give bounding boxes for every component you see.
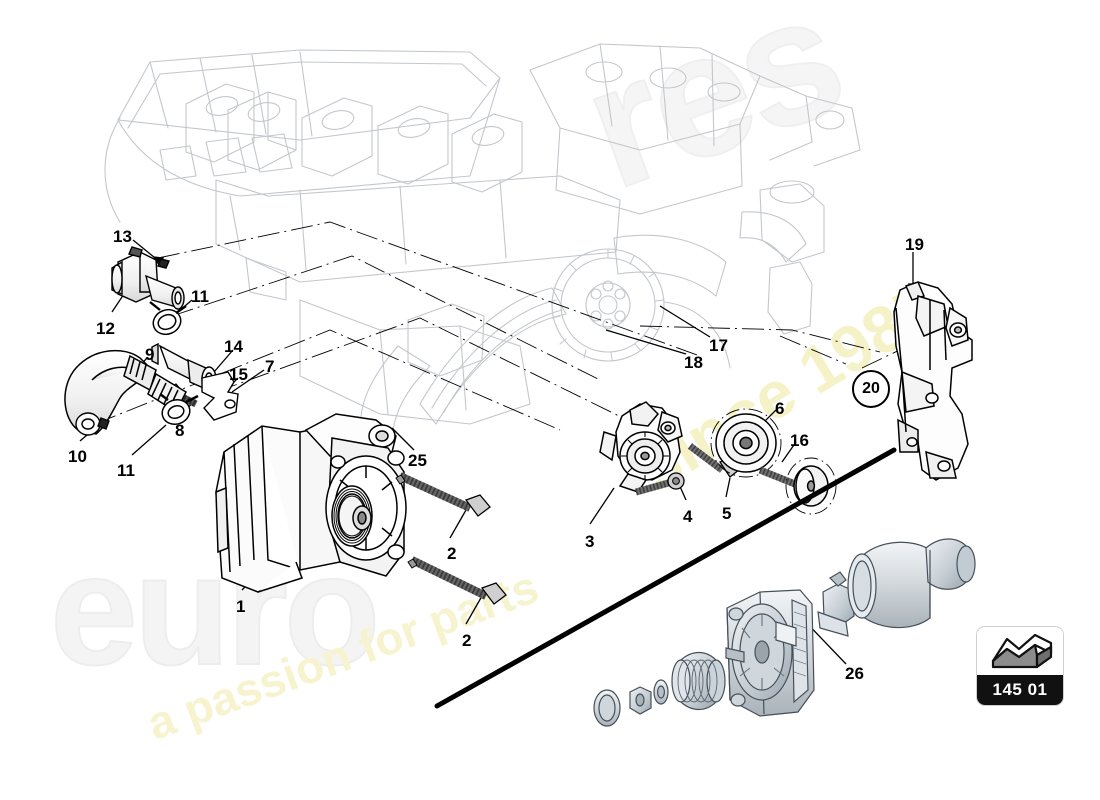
callout-13: 13 — [113, 227, 132, 246]
callout-4: 4 — [683, 507, 693, 526]
part-thermostat-housing — [111, 246, 185, 310]
wedge-block-icon — [977, 627, 1063, 675]
callout-3: 3 — [585, 532, 595, 551]
inset-divider — [434, 447, 897, 709]
part-spring-clamp-upper — [149, 301, 187, 336]
callout-11-lower: 11 — [117, 461, 135, 480]
callout-1: 1 — [236, 597, 246, 616]
part-bracket-clip — [201, 371, 239, 421]
part-small-idler — [785, 457, 837, 515]
callout-15: 15 — [229, 365, 248, 384]
callout-2-upper: 2 — [447, 544, 457, 563]
callout-10: 10 — [68, 447, 87, 466]
part-belt-tensioner — [599, 401, 683, 493]
callout-9: 9 — [145, 345, 155, 364]
callout-19: 19 — [905, 235, 924, 254]
callout-11-upper: 11 — [191, 287, 209, 306]
callout-8: 8 — [175, 421, 185, 440]
callout-5: 5 — [722, 504, 732, 523]
callout-26: 26 — [845, 664, 864, 683]
callout-16: 16 — [790, 431, 809, 450]
callout-17: 17 — [709, 336, 728, 355]
part-idler-pulley — [710, 408, 782, 478]
callout-25: 25 — [408, 451, 427, 470]
callout-2-lower: 2 — [462, 631, 472, 650]
engine-ghost-illustration — [104, 43, 861, 445]
part-alternator-main — [215, 413, 407, 593]
callout-12: 12 — [96, 319, 115, 338]
part-tensioner-bolt — [635, 472, 685, 496]
callout-7: 7 — [265, 357, 275, 376]
group-number-text: 145 01 — [977, 675, 1063, 705]
part-hose-clamp-10 — [75, 412, 110, 436]
callout-20-circled: 20 — [852, 370, 890, 408]
part-hex-bolt-upper — [395, 472, 491, 517]
part-hex-bolt-lower — [407, 556, 507, 605]
group-number-badge: 145 01 — [976, 626, 1064, 706]
callout-14: 14 — [224, 337, 243, 356]
inset-alternator-exploded — [593, 538, 976, 727]
callout-18: 18 — [684, 353, 703, 372]
callout-6: 6 — [775, 399, 785, 418]
part-spring-clamp-lower — [159, 393, 199, 426]
part-alternator-bracket — [893, 281, 973, 481]
